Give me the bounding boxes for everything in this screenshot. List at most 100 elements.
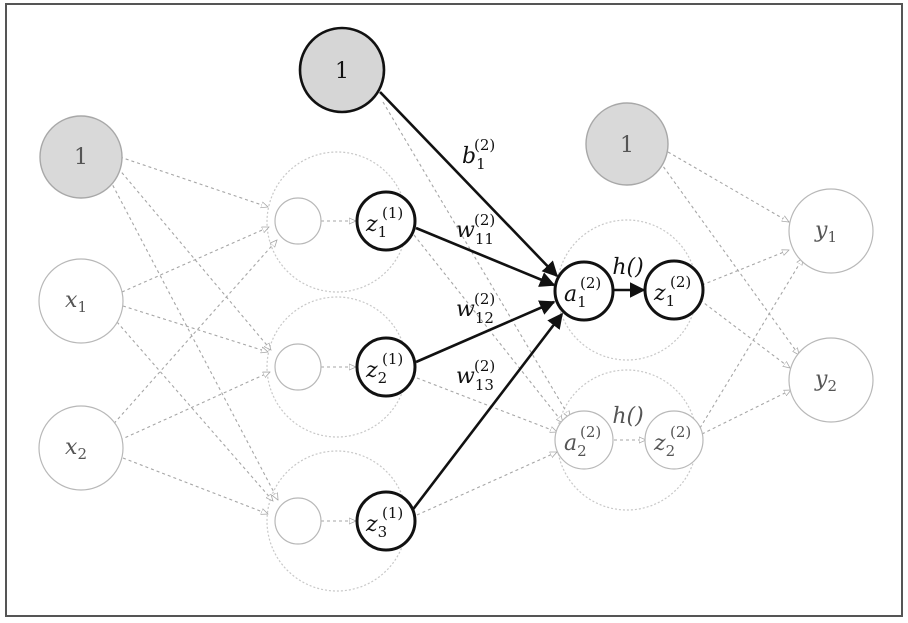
- hidden2-to-output-edges: [659, 151, 803, 435]
- w11-sub: 11: [475, 230, 494, 248]
- edge-x1-h2: [122, 305, 268, 352]
- svg-text:a1: a1: [564, 282, 587, 311]
- edge-bias-h3: [109, 179, 279, 500]
- z11-sup: (1): [382, 204, 403, 222]
- label-w12: w12 (2): [456, 290, 495, 327]
- w12-main: w: [456, 297, 475, 322]
- b12-main: b: [462, 144, 476, 169]
- edge-z12-y2: [699, 299, 790, 368]
- x1-main: x: [65, 288, 78, 313]
- z11-sub: 1: [378, 223, 388, 241]
- edge-bias2-y1: [667, 151, 789, 223]
- layer2-bias-node: 1: [585, 102, 669, 186]
- svg-text:y1: y1: [814, 218, 837, 246]
- x2-main: x: [65, 435, 78, 460]
- z22-sup: (2): [670, 423, 691, 441]
- hidden1-to-a22-edges: [382, 101, 570, 516]
- a22-node: a2 (2): [554, 410, 614, 470]
- w11-main: w: [456, 218, 475, 243]
- label-h-top: h(): [612, 255, 643, 280]
- z12-sub: 1: [666, 292, 676, 310]
- input-to-hidden1-edges: [109, 156, 279, 514]
- layer2-bias-label: 1: [620, 133, 634, 158]
- a22-sub: 2: [577, 442, 587, 460]
- edge-bias2-y2: [659, 161, 799, 355]
- z21-main: z: [365, 358, 378, 383]
- w12-sub: 12: [475, 309, 494, 327]
- edge-z12-y1: [701, 250, 789, 286]
- z31-node: z3 (1): [355, 490, 417, 552]
- edge-bias1-a12: [379, 91, 559, 278]
- svg-text:y2: y2: [814, 367, 837, 395]
- x2-node: x2: [38, 405, 124, 491]
- a12-main: a: [564, 282, 577, 307]
- z22-main: z: [653, 431, 666, 456]
- w13-sub: 13: [475, 376, 494, 394]
- a22-main: a: [564, 431, 577, 456]
- edge-bias-h2: [117, 167, 271, 350]
- svg-text:w12: w12: [456, 297, 494, 327]
- edge-bias-h1: [119, 156, 268, 207]
- w12-sup: (2): [474, 290, 495, 308]
- z11-main: z: [365, 212, 378, 237]
- edge-z11-a12: [415, 226, 556, 287]
- svg-text:w13: w13: [456, 364, 494, 394]
- z31-main: z: [365, 512, 378, 537]
- x2-sub: 2: [77, 445, 87, 463]
- y1-node: y1: [788, 188, 874, 274]
- hidden1-a2-node: [274, 343, 322, 391]
- a12-node: a1 (2): [553, 260, 615, 322]
- bold-edges: [379, 91, 646, 513]
- x1-sub: 1: [77, 298, 87, 316]
- a12-sup: (2): [580, 274, 601, 292]
- input-bias-node: 1: [39, 115, 123, 199]
- edge-z31-a22: [416, 451, 557, 516]
- edge-x1-h1: [121, 226, 269, 293]
- edge-z21-a12: [415, 300, 556, 364]
- z31-sub: 3: [378, 523, 388, 541]
- z21-sub: 2: [378, 369, 388, 387]
- svg-text:w11: w11: [456, 218, 494, 248]
- z12-node: z1 (2): [643, 259, 705, 321]
- z12-main: z: [653, 281, 666, 306]
- a12-sub: 1: [577, 293, 587, 311]
- edge-z22-y2: [701, 389, 791, 435]
- z12-sup: (2): [670, 273, 691, 291]
- svg-text:z1: z1: [653, 281, 675, 310]
- z21-sup: (1): [382, 350, 403, 368]
- label-h-bottom: h(): [612, 404, 643, 429]
- z22-sub: 2: [666, 442, 676, 460]
- w11-sup: (2): [474, 211, 495, 229]
- edge-z21-a22: [416, 377, 557, 432]
- y1-main: y: [814, 218, 828, 243]
- z11-node: z1 (1): [355, 190, 417, 252]
- layer1-bias-node: 1: [298, 26, 386, 114]
- input-bias-label: 1: [74, 145, 88, 170]
- svg-text:b1: b1: [462, 144, 486, 173]
- z31-sup: (1): [382, 504, 403, 522]
- svg-text:x1: x1: [65, 288, 87, 316]
- y2-sub: 2: [827, 377, 837, 395]
- z22-node: z2 (2): [644, 410, 704, 470]
- hidden1-a1-node: [274, 197, 322, 245]
- svg-text:z3: z3: [365, 512, 387, 541]
- edge-x2-h3: [122, 457, 268, 514]
- hidden1-a3-node: [274, 497, 322, 545]
- label-w13: w13 (2): [456, 357, 495, 394]
- w13-sup: (2): [474, 357, 495, 375]
- b12-sub: 1: [476, 155, 486, 173]
- label-w11: w11 (2): [456, 211, 495, 248]
- edge-z31-a12: [409, 312, 564, 513]
- label-b12: b1 (2): [462, 136, 495, 173]
- svg-text:z2: z2: [365, 358, 387, 387]
- y1-sub: 1: [827, 228, 837, 246]
- edge-bias1-a22: [382, 101, 570, 418]
- svg-text:z1: z1: [365, 212, 387, 241]
- svg-text:x2: x2: [65, 435, 87, 463]
- b12-sup: (2): [474, 136, 495, 154]
- x1-node: x1: [38, 258, 124, 344]
- edge-z11-a22: [413, 234, 563, 423]
- z21-node: z2 (1): [355, 336, 417, 398]
- w13-main: w: [456, 364, 475, 389]
